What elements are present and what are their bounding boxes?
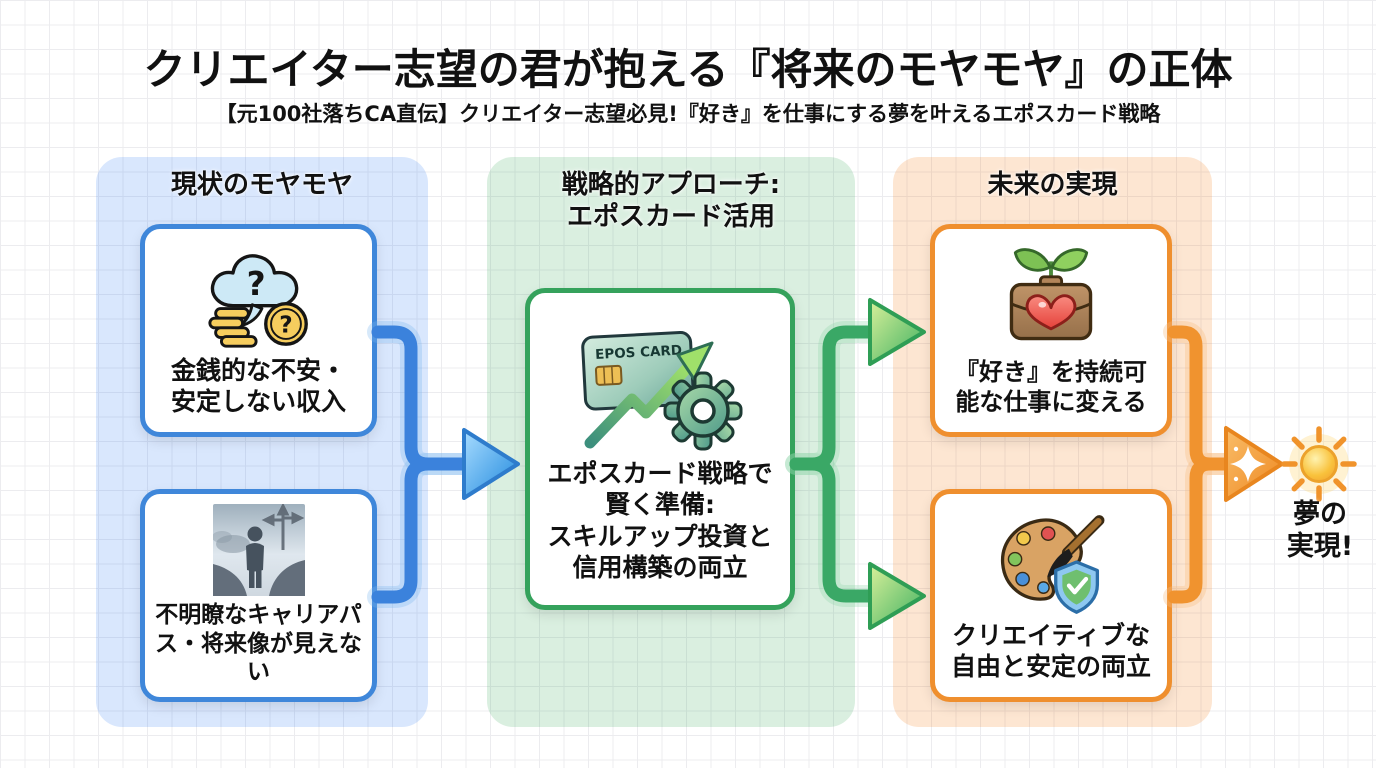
coin-question-glyph: ? xyxy=(279,312,292,338)
creative-freedom-security-icon xyxy=(1001,514,1105,614)
coin-stack xyxy=(207,306,258,348)
security-shield-icon xyxy=(1054,559,1100,614)
money-anxiety-icon: ? ? xyxy=(207,253,308,348)
card-epos-strategy: EPOS CARD xyxy=(525,288,795,610)
label-line: 金銭的な不安・ xyxy=(170,355,346,385)
heart xyxy=(1025,294,1077,331)
sprout xyxy=(1013,247,1089,283)
label-line: クリエイティブな xyxy=(951,620,1150,650)
card-creative-freedom: クリエイティブな 自由と安定の両立 xyxy=(930,489,1172,702)
question-coin: ? xyxy=(263,301,308,346)
label-line: エポスカード戦略で xyxy=(547,458,773,488)
column-future-header: 未来の実現 xyxy=(893,169,1212,201)
label-line: ス・将来像が見えない xyxy=(155,630,362,686)
column-strategy-header: 戦略的アプローチ: エポスカード活用 xyxy=(487,169,855,233)
page-subtitle: 【元100社落ちCA直伝】クリエイター志望必見!『好き』を仕事にする夢を叶えるエ… xyxy=(215,102,1161,126)
fog-cloud xyxy=(215,534,250,553)
gear xyxy=(663,371,743,450)
column-strategy-header-line1: 戦略的アプローチ: xyxy=(561,170,781,200)
card-unclear-career-label: 不明瞭なキャリアパ ス・将来像が見えない xyxy=(145,601,372,688)
sun-icon xyxy=(1281,426,1357,502)
direction-signpost xyxy=(261,503,304,550)
card-financial-anxiety-label: 金銭的な不安・ 安定しない収入 xyxy=(171,355,346,418)
label-line: 安定しない収入 xyxy=(170,387,346,416)
road-right xyxy=(268,559,305,596)
card-sustainable-work: 『好き』を持続可 能な仕事に変える xyxy=(930,224,1172,437)
sustainable-work-icon xyxy=(1009,247,1093,340)
label-line: 能な仕事に変える xyxy=(955,388,1147,416)
growth-arrow xyxy=(584,341,714,448)
paint-brush xyxy=(1047,514,1105,577)
goal-label: 夢の 実現! xyxy=(1264,499,1376,563)
column-current-header: 現状のモヤモヤ xyxy=(96,169,428,201)
label-line: 信用構築の両立 xyxy=(572,553,748,582)
epos-card-growth-gear-icon: EPOS CARD xyxy=(581,330,743,450)
column-future-realization: 未来の実現 xyxy=(893,157,1212,727)
sparkle-icon xyxy=(1230,446,1266,482)
label-line: 賢く準備: xyxy=(604,490,715,519)
column-current-header-line: 現状のモヤモヤ xyxy=(170,170,353,200)
goal-label-line1: 夢の xyxy=(1293,499,1347,530)
card-sustainable-work-label: 『好き』を持続可 能な仕事に変える xyxy=(955,357,1147,417)
palette xyxy=(1001,517,1083,601)
label-line: 『好き』を持続可 xyxy=(955,357,1147,386)
label-line: 不明瞭なキャリアパ xyxy=(155,601,362,628)
road-left xyxy=(212,563,247,596)
goal-label-line2: 実現! xyxy=(1286,531,1354,562)
cloud-question-glyph: ? xyxy=(246,265,265,303)
unclear-career-path-image xyxy=(212,503,305,596)
column-strategic-approach: 戦略的アプローチ: エポスカード活用 xyxy=(487,157,855,727)
column-future-header-line: 未来の実現 xyxy=(987,170,1118,200)
column-strategy-header-line2: エポスカード活用 xyxy=(566,202,775,232)
label-line: 自由と安定の両立 xyxy=(950,652,1151,681)
card-financial-anxiety: ? ? 金銭的な不安・ 安定しない収入 xyxy=(140,224,377,437)
label-line: スキルアップ投資と xyxy=(547,521,773,551)
column-current-concerns: 現状のモヤモヤ ? ? 金銭的な不安・ xyxy=(96,157,428,727)
card-creative-freedom-label: クリエイティブな 自由と安定の両立 xyxy=(951,620,1151,683)
card-unclear-career: 不明瞭なキャリアパ ス・将来像が見えない xyxy=(140,489,377,702)
epos-card-label: EPOS CARD xyxy=(595,342,683,363)
person-silhouette xyxy=(245,526,264,588)
card-epos-strategy-label: エポスカード戦略で 賢く準備: スキルアップ投資と 信用構築の両立 xyxy=(547,458,772,584)
page-title: クリエイター志望の君が抱える『将来のモヤモヤ』の正体 xyxy=(143,45,1233,94)
